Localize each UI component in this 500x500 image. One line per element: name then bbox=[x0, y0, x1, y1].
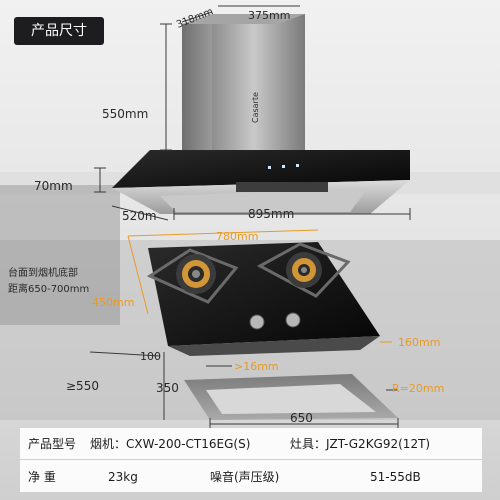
hob-width-label: 780mm bbox=[216, 230, 258, 243]
model-label: 产品型号 bbox=[28, 437, 77, 451]
cutout-dimensions bbox=[89, 351, 399, 430]
hob-model: 灶具：JZT-G2KG92(12T) bbox=[290, 437, 431, 451]
indicator-light-1 bbox=[268, 166, 271, 169]
chimney-top bbox=[182, 14, 305, 24]
canopy-underside bbox=[160, 188, 368, 212]
hob-thickness-label: 160mm bbox=[398, 336, 440, 349]
hood-dimensions bbox=[94, 5, 411, 221]
weight-value: 23kg bbox=[108, 469, 138, 484]
margin-label: >16mm bbox=[234, 360, 279, 373]
glass-panel bbox=[112, 150, 410, 188]
hood-front-depth-label: 520m bbox=[122, 209, 157, 223]
left-knob bbox=[249, 314, 265, 330]
hood-panel-label: 70mm bbox=[34, 179, 73, 193]
hood-width-label: 895mm bbox=[248, 207, 294, 221]
left-burner bbox=[146, 248, 239, 304]
cutout-width-label: 650 bbox=[290, 411, 313, 425]
hob-depth-label: 450mm bbox=[92, 296, 134, 309]
hood-model: 烟机：CXW-200-CT16EG(S) bbox=[90, 437, 251, 451]
weight-label: 净 重 bbox=[28, 470, 56, 484]
indicator-light-2 bbox=[282, 165, 285, 168]
range-hood: Casarte bbox=[112, 14, 410, 214]
hob-base bbox=[168, 336, 380, 356]
page-title: 产品尺寸 bbox=[14, 17, 104, 45]
install-note-line1: 台面到烟机底部 bbox=[8, 266, 78, 279]
right-knob bbox=[285, 312, 301, 328]
brand-logo: Casarte bbox=[251, 92, 260, 123]
radius-label: R=20mm bbox=[392, 382, 444, 395]
spec-row-model: 产品型号 烟机：CXW-200-CT16EG(S) 灶具：JZT-G2KG92(… bbox=[20, 428, 482, 459]
indicator-light-3 bbox=[296, 164, 299, 167]
cutout-depth-label: 350 bbox=[156, 381, 179, 395]
noise-value: 51-55dB bbox=[370, 469, 421, 484]
hob-dimensions bbox=[127, 229, 392, 343]
countertop-cutout bbox=[184, 374, 398, 420]
backsplash-panel bbox=[0, 185, 120, 325]
install-note-line2: 距离650-700mm bbox=[8, 282, 89, 295]
hood-top-width-label: 375mm bbox=[248, 9, 290, 22]
edge-label: 100 bbox=[140, 350, 161, 363]
right-burner bbox=[256, 242, 351, 298]
noise-label: 噪音(声压级) bbox=[210, 470, 280, 484]
hood-height-label: 550mm bbox=[102, 107, 148, 121]
spec-divider bbox=[20, 459, 482, 460]
spec-table: 产品型号 烟机：CXW-200-CT16EG(S) 灶具：JZT-G2KG92(… bbox=[20, 428, 482, 492]
min-space-label: ≥550 bbox=[66, 379, 99, 393]
gas-hob bbox=[146, 242, 380, 356]
air-inlet bbox=[236, 182, 328, 192]
spec-row-weight: 净 重 23kg 噪音(声压级) 51-55dB bbox=[20, 461, 482, 492]
chimney-side bbox=[182, 14, 212, 150]
chimney-front bbox=[212, 14, 305, 150]
